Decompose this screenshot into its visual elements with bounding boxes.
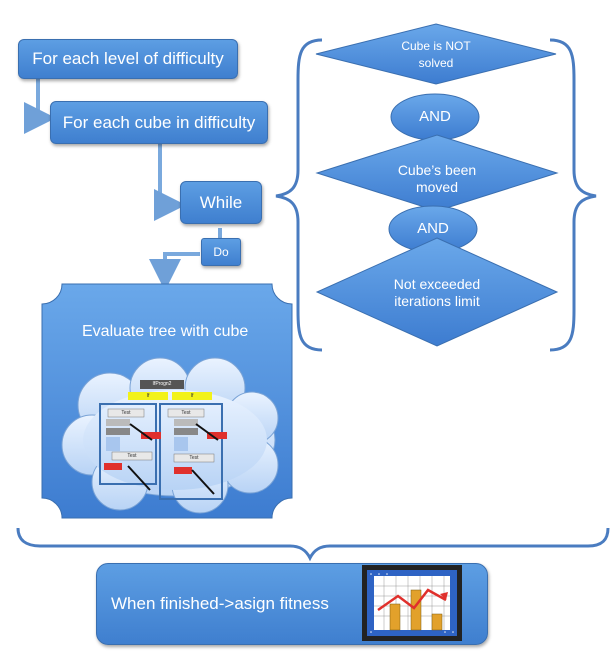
cube-loop-label: For each cube in difficulty (62, 112, 256, 132)
tree-test-label-left: Test (121, 410, 131, 416)
finish-box: When finished->asign fitness (96, 563, 488, 645)
tree-if-label-right: If (190, 393, 194, 399)
tree-illustration (99, 380, 227, 500)
condition-diamond-iterations (315, 237, 559, 347)
evaluate-label: Evaluate tree with cube (82, 323, 249, 340)
finish-label: When finished->asign fitness (111, 594, 329, 613)
level-loop-box: For each level of difficulty (18, 39, 238, 79)
bottom-brace (16, 527, 610, 562)
tree-test-label-right-2: Test (189, 455, 199, 461)
connector-level-to-cube (24, 79, 56, 134)
tree-root-node (140, 380, 184, 389)
condition-diamond-not-solved (315, 23, 557, 85)
condition-and-label-1: AND (419, 108, 451, 125)
while-box: While (180, 181, 262, 224)
tree-if-node-right (172, 392, 212, 400)
level-loop-label: For each level of difficulty (32, 49, 224, 68)
condition-not-solved-label: Cube is NOT solved (401, 39, 471, 70)
tree-test-label-left-2: Test (127, 453, 137, 459)
tree-if-node-left (128, 392, 168, 400)
do-label: Do (213, 245, 229, 259)
cube-loop-box: For each cube in difficulty (50, 101, 268, 144)
do-box: Do (201, 238, 241, 266)
tree-test-label-right: Test (181, 410, 191, 416)
condition-and-label-2: AND (417, 220, 449, 237)
condition-iterations-label: Not exceeded iterations limit (393, 276, 481, 309)
tree-if-label-left: If (146, 393, 150, 399)
tree-red-node (141, 432, 161, 439)
tree-root-label: IfProgn2 (152, 381, 172, 387)
tree-frame-left (99, 403, 157, 485)
condition-moved-label: Cube’s been moved (397, 162, 477, 195)
connector-cube-to-while (154, 144, 186, 221)
tree-frame-right (159, 403, 223, 500)
while-label: While (199, 192, 243, 212)
condition-brace-right (549, 38, 597, 352)
condition-brace-left (275, 38, 323, 352)
connector-do-to-evaluate (149, 252, 200, 291)
